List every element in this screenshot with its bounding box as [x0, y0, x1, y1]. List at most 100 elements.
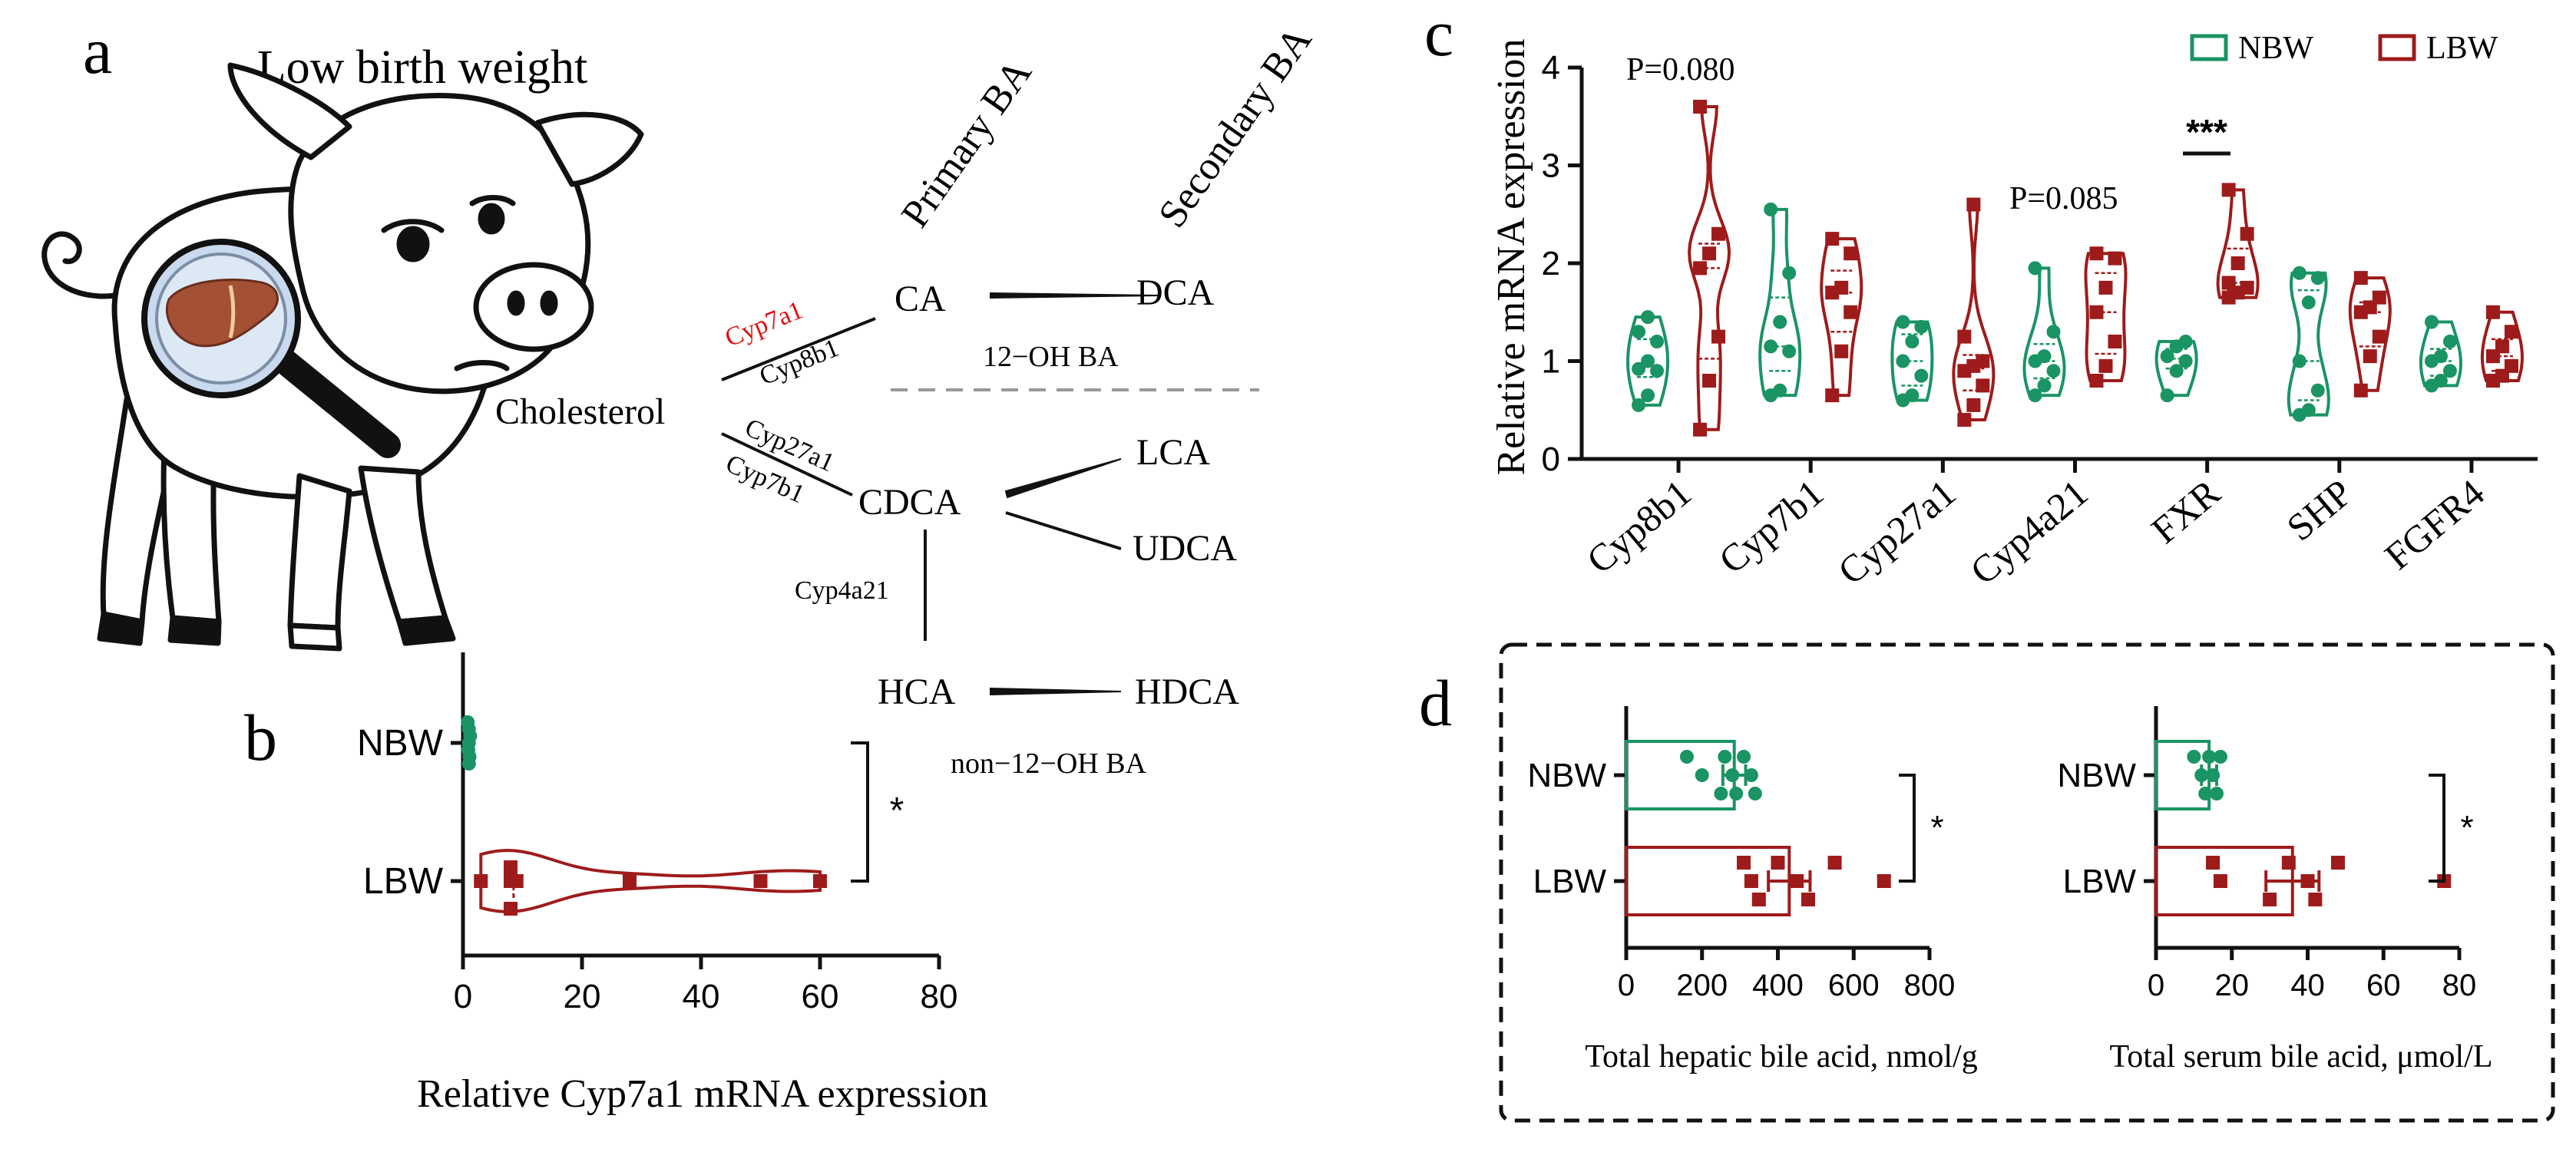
chart-c-ytick-label: 2: [1542, 245, 1560, 282]
chart-c-point-lbw: [1711, 329, 1726, 344]
chart-d1-point-lbw: [1771, 856, 1785, 870]
chart-d1-significance-bracket: [1899, 774, 1916, 883]
node-cholesterol: Cholesterol: [495, 391, 665, 432]
chart-d2-point-lbw: [2263, 893, 2277, 906]
panel-letter-b: b: [244, 701, 277, 774]
panel-letter-a: a: [83, 14, 112, 87]
chart-b-point-lbw: [474, 874, 488, 888]
chart-c-point-nbw: [1905, 335, 1920, 348]
chart-d2-point-nbw: [2194, 768, 2209, 782]
chart-b-xtick-label: 20: [564, 978, 601, 1015]
chart-b-violin-lbw: [479, 848, 822, 914]
chart-d2-xtick-label: 20: [2215, 969, 2250, 1002]
chart-c-point-lbw: [2363, 349, 2377, 364]
chart-c-violin-lbw: [2084, 252, 2128, 382]
chart-c-point-nbw: [1905, 388, 1920, 403]
chart-c-point-nbw: [1764, 339, 1778, 354]
chart-c-violin-nbw: [2022, 266, 2066, 398]
chart-c-ytick-label: 0: [1542, 441, 1560, 478]
chart-c-point-nbw: [2037, 378, 2052, 393]
chart-d1-point-lbw: [1751, 893, 1766, 906]
chart-d2-xlabel: Total serum bile acid, μmol/L: [2110, 1039, 2493, 1074]
node-ca: CA: [894, 279, 946, 319]
chart-d2-xtick-label: 0: [2148, 969, 2164, 1002]
chart-c-point-nbw: [1641, 388, 1655, 403]
node-udca: UDCA: [1133, 528, 1237, 569]
panel-a-title: Low birth weight: [257, 41, 588, 94]
panel-letter-c: c: [1424, 0, 1453, 70]
chart-c-point-nbw: [1782, 266, 1797, 280]
chart-c-point-nbw: [2169, 364, 2184, 378]
chart-c-point-lbw: [1702, 246, 1717, 261]
chart-c-point-lbw: [2353, 383, 2368, 398]
header-secondary-ba: Secondary BA: [1150, 18, 1321, 236]
chart-c-point-nbw: [2028, 388, 2042, 403]
chart-c-point-nbw: [2442, 364, 2457, 378]
chart-c-point-lbw: [2372, 290, 2386, 305]
chart-c-point-lbw: [2108, 251, 2122, 266]
chart-d1-xtick-label: 200: [1676, 969, 1728, 1002]
chart-c-violin-nbw: [1626, 315, 1670, 407]
chart-c-point-nbw: [2292, 354, 2306, 368]
edge-cholesterol-ca: [721, 317, 876, 381]
chart-c-category-label: Cyp4a21: [1962, 471, 2095, 593]
chart-c-point-lbw: [2504, 358, 2518, 373]
node-lca: LCA: [1136, 432, 1210, 473]
chart-c-point-lbw: [2353, 271, 2368, 286]
chart-c-category-label: Cyp7b1: [1711, 471, 1831, 583]
chart-c-category-label: FXR: [2143, 470, 2228, 552]
chart-d2-xtick-label: 80: [2442, 969, 2477, 1002]
chart-c-category-label: Cyp8b1: [1579, 471, 1699, 583]
chart-c-violin-lbw: [2216, 188, 2260, 299]
chart-b-point-lbw: [623, 874, 637, 888]
legend-swatch-nbw: [2190, 34, 2228, 61]
enzyme-cyp4a21: Cyp4a21: [795, 576, 889, 605]
chart-c-point-lbw: [2108, 335, 2122, 348]
chart-c-point-nbw: [2046, 364, 2061, 378]
chart-d2-category-label: LBW: [2063, 863, 2137, 900]
chart-c-violin-nbw: [2419, 320, 2462, 388]
chart-d2-point-nbw: [2206, 768, 2221, 782]
chart-d2-significance-bracket: [2429, 774, 2445, 883]
chart-c-point-lbw: [2372, 329, 2386, 344]
edge-cdca-lca: [1004, 458, 1122, 499]
chart-d2-significance-label: *: [2460, 809, 2473, 847]
chart-c-point-lbw: [1966, 398, 1981, 412]
chart-c-point-nbw: [2028, 261, 2042, 276]
annotation-significance-fxr: ***: [2186, 112, 2227, 152]
chart-b-point-nbw: [461, 757, 476, 771]
chart-d1-xlabel: Total hepatic bile acid, nmol/g: [1585, 1039, 1977, 1074]
chart-c-point-nbw: [1632, 398, 1646, 412]
legend-label-nbw: NBW: [2238, 31, 2313, 66]
chart-d1-point-lbw: [1737, 856, 1751, 870]
chart-c-point-nbw: [1650, 364, 1665, 378]
chart-c-point-nbw: [2433, 349, 2448, 364]
chart-d1-point-lbw: [1801, 893, 1815, 906]
chart-c-point-lbw: [1957, 413, 1972, 427]
chart-c-point-lbw: [1693, 100, 1708, 114]
chart-d2-point-lbw: [2281, 856, 2296, 870]
chart-d1-xtick-label: 800: [1904, 969, 1956, 1002]
chart-d1-point-nbw: [1744, 768, 1758, 782]
chart-c-point-lbw: [2230, 256, 2245, 270]
chart-c-point-nbw: [1773, 383, 1787, 398]
chart-d1-point-nbw: [1737, 750, 1751, 764]
chart-c-point-lbw: [2240, 280, 2254, 295]
chart-c-point-lbw: [1693, 261, 1708, 276]
chart-c-point-nbw: [1782, 344, 1797, 358]
annotation-pvalue-cyp4a21: P=0.085: [2009, 181, 2118, 216]
chart-c-point-nbw: [1914, 319, 1929, 334]
chart-c-point-nbw: [2160, 388, 2174, 403]
chart-c-point-lbw: [1693, 422, 1708, 437]
chart-c-ytick-label: 4: [1542, 49, 1560, 87]
chart-d2-point-lbw: [2213, 874, 2227, 888]
chart-b-significance-label: *: [890, 791, 904, 831]
chart-d1-category-label: LBW: [1533, 863, 1607, 900]
label-12oh-ba: 12−OH BA: [983, 341, 1119, 373]
chart-b-point-lbw: [753, 874, 768, 888]
chart-c-point-nbw: [2442, 335, 2457, 348]
edge-cdca-udca: [1005, 511, 1122, 550]
chart-d2-point-lbw: [2300, 874, 2315, 888]
chart-c-point-nbw: [2301, 295, 2316, 309]
